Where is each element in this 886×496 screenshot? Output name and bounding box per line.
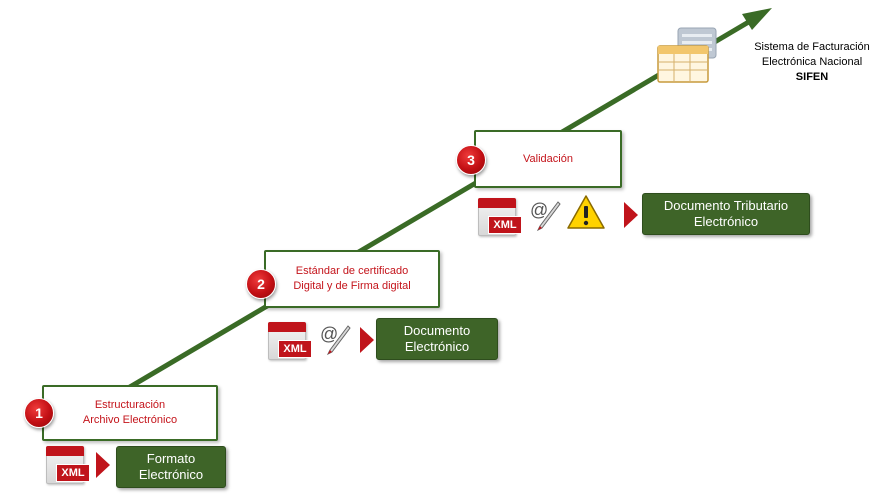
at-symbol: @ bbox=[530, 200, 548, 220]
step-2-line1: Estándar de certificado bbox=[295, 265, 409, 277]
output-2-line1: Documento bbox=[403, 323, 471, 338]
destination-acronym: SIFEN bbox=[795, 71, 829, 83]
path-arrowhead bbox=[742, 8, 772, 30]
step-1-output-arrow-icon bbox=[96, 452, 110, 478]
step-2-badge: 2 bbox=[246, 269, 276, 299]
output-1-line2: Electrónico bbox=[138, 467, 204, 482]
digital-signature-icon: @ bbox=[318, 320, 354, 356]
warning-icon bbox=[566, 194, 606, 230]
output-documento-electronico: Documento Electrónico bbox=[376, 318, 498, 360]
step-2-box: Estándar de certificado Digital y de Fir… bbox=[264, 250, 440, 308]
step-3-box: Validación bbox=[474, 130, 622, 188]
step-2-output-arrow-icon bbox=[360, 327, 374, 353]
destination-line2: Electrónica Nacional bbox=[761, 56, 863, 68]
output-1-line1: Formato bbox=[146, 451, 196, 466]
xml-file-icon: XML bbox=[476, 198, 522, 238]
xml-file-icon: XML bbox=[44, 446, 90, 486]
destination-line1: Sistema de Facturación bbox=[754, 41, 870, 53]
output-3-line2: Electrónico bbox=[693, 214, 759, 229]
digital-signature-icon: @ bbox=[528, 196, 564, 232]
step-3-badge: 3 bbox=[456, 145, 486, 175]
output-documento-tributario: Documento Tributario Electrónico bbox=[642, 193, 810, 235]
step-1-line1: Estructuración bbox=[94, 399, 166, 411]
step-3-line1: Validación bbox=[523, 152, 573, 165]
step-3-number: 3 bbox=[467, 152, 475, 168]
step-1-number: 1 bbox=[35, 405, 43, 421]
xml-file-icon: XML bbox=[266, 322, 312, 362]
output-formato-electronico: Formato Electrónico bbox=[116, 446, 226, 488]
step-2-line2: Digital y de Firma digital bbox=[293, 280, 411, 292]
step-1-box: Estructuración Archivo Electrónico bbox=[42, 385, 218, 441]
step-3-output-arrow-icon bbox=[624, 202, 638, 228]
output-3-line1: Documento Tributario bbox=[663, 198, 789, 213]
at-symbol: @ bbox=[320, 324, 338, 344]
xml-label: XML bbox=[488, 216, 522, 234]
xml-label: XML bbox=[56, 464, 90, 482]
step-1-badge: 1 bbox=[24, 398, 54, 428]
output-2-line2: Electrónico bbox=[404, 339, 470, 354]
xml-label: XML bbox=[278, 340, 312, 358]
step-2-number: 2 bbox=[257, 276, 265, 292]
step-1-line2: Archivo Electrónico bbox=[82, 414, 178, 426]
destination-label: Sistema de Facturación Electrónica Nacio… bbox=[742, 40, 882, 85]
database-icon bbox=[656, 26, 720, 84]
